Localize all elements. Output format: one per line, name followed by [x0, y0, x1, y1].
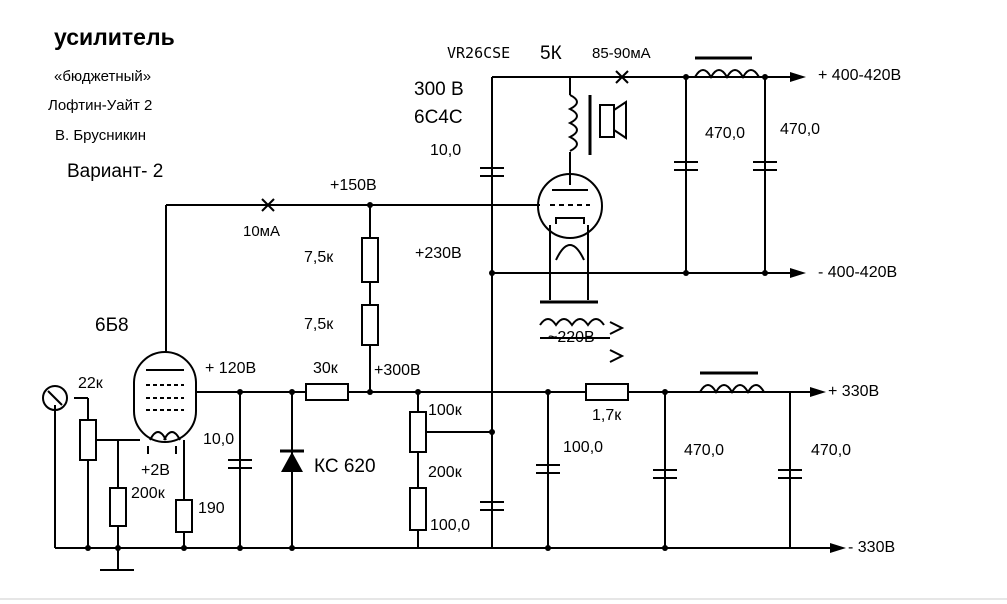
output-transformer-icon: [567, 94, 627, 155]
cap-lv-b-label: 470,0: [684, 442, 725, 459]
tube-out-label: 6С4С: [414, 107, 463, 128]
v120-label: + 120В: [205, 360, 257, 377]
bottom-divider: [0, 598, 1007, 600]
tube-6c4c-icon: [537, 173, 603, 261]
pot-in-label: 22к: [78, 375, 103, 392]
plus-hv-label: + 400-420В: [818, 67, 902, 84]
load-label: 5К: [540, 43, 562, 64]
zener-label: КС 620: [314, 456, 376, 477]
tube-6b8-icon: [133, 351, 197, 454]
v230-label: +230В: [415, 245, 462, 262]
r-30k-label: 30к: [313, 360, 338, 377]
rectifier-label: VR26CSE: [447, 44, 511, 62]
title: усилитель: [54, 24, 175, 50]
v300-label: +300В: [374, 362, 421, 379]
subtitle-line-1: «бюджетный»: [54, 68, 152, 85]
markers: [261, 70, 629, 212]
choke-lv-icon: [699, 371, 765, 395]
r-200k-grid-label: 200к: [131, 485, 165, 502]
output-current-label: 85-90мА: [592, 45, 651, 62]
r-190-label: 190: [198, 500, 225, 517]
input-jack-icon: [42, 385, 68, 411]
choke-hv-icon: [694, 56, 760, 80]
tube-in-label: 6Б8: [95, 315, 129, 336]
zener-diode-icon: [280, 449, 304, 472]
cap-lv-a-label: 100,0: [563, 439, 604, 456]
cap-hv-b-label: 470,0: [780, 121, 821, 138]
tube-out-voltage-label: 300 В: [414, 79, 464, 100]
r-div-a-label: 7,5к: [304, 249, 334, 266]
cap-lv-c-label: 470,0: [811, 442, 852, 459]
subtitle-line-2: Лофтин-Уайт 2: [48, 97, 153, 114]
r-200k-div-label: 200к: [428, 464, 462, 481]
minus-hv-label: - 400-420В: [818, 264, 898, 281]
cap-100-div-label: 100,0: [430, 517, 471, 534]
v2-label: +2В: [141, 462, 170, 479]
resistors: [79, 237, 629, 533]
plus-lv-label: + 330В: [828, 383, 880, 400]
capacitors: [228, 161, 802, 511]
subtitle-line-3: В. Брусникин: [55, 127, 147, 144]
mains-label: ~220В: [548, 329, 595, 346]
r-17k-label: 1,7к: [592, 407, 622, 424]
cap-10-label: 10,0: [203, 431, 235, 448]
minus-lv-label: - 330В: [848, 539, 896, 556]
variant-label: Вариант- 2: [67, 161, 164, 182]
rail-arrows: [790, 72, 846, 553]
mains-transformer-icon: [539, 300, 625, 363]
cap-hv-a-label: 470,0: [705, 125, 746, 142]
r-div-b-label: 7,5к: [304, 316, 334, 333]
junction-dots: [85, 74, 768, 551]
cap-grid-label: 10,0: [430, 142, 462, 159]
i10-label: 10мА: [243, 223, 281, 240]
pot-100k-label: 100к: [428, 402, 462, 419]
v150-label: +150В: [330, 177, 377, 194]
